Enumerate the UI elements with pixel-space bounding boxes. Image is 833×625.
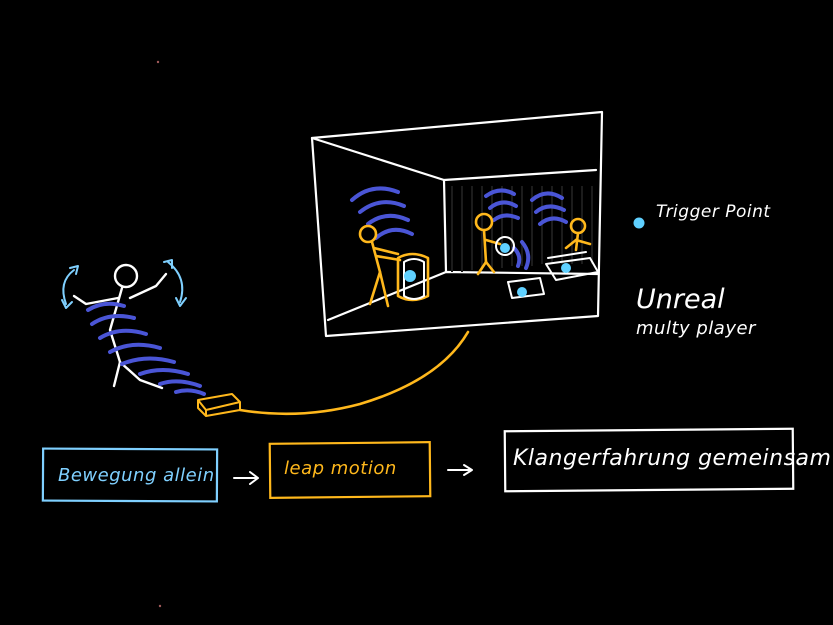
scene-instruments	[403, 236, 599, 300]
connection-cable	[238, 330, 470, 416]
leap-motion-box	[268, 441, 432, 499]
leap-motion-device	[197, 393, 241, 417]
flow-arrow-2	[447, 464, 473, 476]
figure-sensor-waves	[86, 301, 206, 396]
bewegung-label: Bewegung allein	[58, 465, 215, 486]
dancing-figure	[72, 263, 168, 390]
multiplayer-label: multy player	[636, 318, 756, 339]
leap-motion-label: leap motion	[284, 458, 397, 479]
scene-sound-waves	[350, 186, 568, 270]
bewegung-box	[41, 447, 219, 503]
unreal-scene-frame	[310, 110, 604, 338]
klangerfahrung-box	[503, 427, 795, 493]
scene-trigger-points	[404, 243, 571, 297]
stray-mark	[158, 604, 162, 608]
back-wall-shading	[451, 186, 593, 272]
scene-figures	[358, 212, 592, 308]
trigger-point-label: Trigger Point	[656, 202, 771, 222]
unreal-label: Unreal	[636, 284, 725, 315]
trigger-point-legend-dot	[633, 217, 645, 229]
flow-arrow-1	[233, 471, 259, 485]
motion-arrows	[61, 259, 187, 309]
klangerfahrung-label: Klangerfahrung gemeinsam	[513, 446, 832, 471]
stray-mark	[156, 60, 160, 64]
